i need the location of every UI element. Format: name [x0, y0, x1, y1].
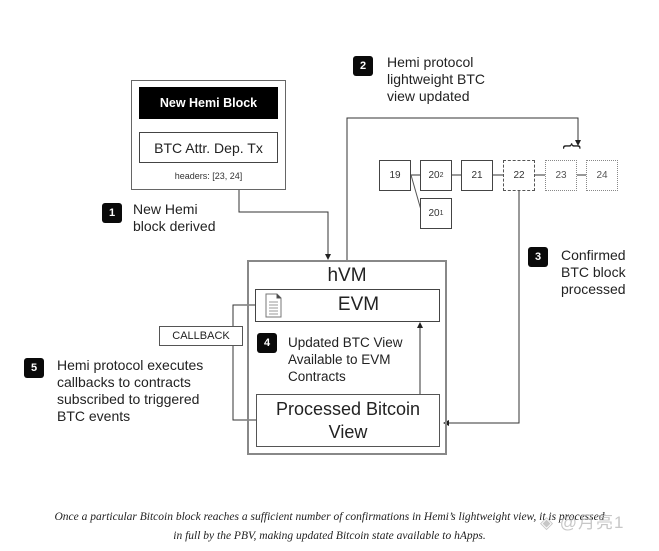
- block-sub: 1: [439, 210, 444, 217]
- document-icon: [265, 293, 282, 318]
- block-sub: 2: [439, 172, 444, 179]
- step-5-line: Hemi protocol executes: [57, 357, 204, 373]
- step-5-line: callbacks to contracts: [57, 374, 191, 390]
- fork-link: [410, 174, 422, 211]
- step-1-line: New Hemi: [133, 201, 198, 217]
- btc-attr-dep-tx: BTC Attr. Dep. Tx: [139, 132, 278, 163]
- hvm-container: hVM: [247, 260, 447, 455]
- btc-block-21: 21: [461, 160, 493, 191]
- step-5-line: BTC events: [57, 408, 131, 424]
- step-1-text: New Hemi block derived: [133, 201, 216, 235]
- callback-label: CALLBACK: [159, 326, 243, 346]
- step-4-text: Updated BTC View Available to EVM Contra…: [288, 334, 403, 385]
- caption-line: in full by the PBV, making updated Bitco…: [173, 530, 486, 542]
- step-5-text: Hemi protocol executes callbacks to cont…: [57, 357, 203, 425]
- step-5-line: subscribed to triggered: [57, 391, 200, 407]
- step-1-badge: 1: [102, 203, 122, 223]
- step-3-line: Confirmed: [561, 247, 626, 263]
- btc-block-22: 22: [503, 160, 535, 191]
- btc-block-24: 24: [586, 160, 618, 191]
- step-2-line: view updated: [387, 88, 470, 104]
- pbv-label-line: Processed Bitcoin: [275, 399, 421, 419]
- step-2-badge: 2: [353, 56, 373, 76]
- step-3-line: BTC block: [561, 264, 626, 280]
- step-3-badge: 3: [528, 247, 548, 267]
- hemi-block-title: New Hemi Block: [139, 87, 278, 119]
- arrow-hemi-block-to-hvm: [238, 190, 331, 260]
- figure-caption: Once a particular Bitcoin block reaches …: [0, 508, 659, 546]
- step-4-line: Contracts: [288, 369, 346, 384]
- step-5-badge: 5: [24, 358, 44, 378]
- processed-bitcoin-view-box: Processed Bitcoin View: [256, 394, 440, 447]
- step-1-line: block derived: [133, 218, 216, 234]
- step-4-badge: 4: [257, 333, 277, 353]
- hvm-title: hVM: [327, 265, 367, 286]
- hemi-block-card: New Hemi Block BTC Attr. Dep. Tx headers…: [131, 80, 286, 190]
- watermark: ◈ @月亮1: [540, 513, 625, 532]
- block-label: 20: [428, 170, 440, 181]
- block-label: 24: [596, 170, 608, 181]
- evm-box: EVM: [255, 289, 440, 322]
- caption-line: Once a particular Bitcoin block reaches …: [54, 511, 605, 523]
- step-3-line: processed: [561, 281, 626, 297]
- block-label: 20: [428, 208, 440, 219]
- arrow-callback-loop: [232, 302, 261, 421]
- arrow-hvm-to-btc-view: [346, 117, 581, 260]
- brace-icon: {: [563, 142, 583, 149]
- evm-label: EVM: [337, 294, 380, 315]
- btc-block-23: 23: [545, 160, 577, 191]
- step-2-text: Hemi protocol lightweight BTC view updat…: [387, 54, 485, 105]
- step-4-line: Updated BTC View: [288, 335, 403, 350]
- step-3-text: Confirmed BTC block processed: [561, 247, 626, 298]
- pbv-label-line: View: [328, 422, 368, 442]
- step-4-line: Available to EVM: [288, 352, 391, 367]
- block-label: 21: [471, 170, 483, 181]
- btc-block-19: 19: [379, 160, 411, 191]
- block-label: 22: [513, 170, 525, 181]
- step-2-line: lightweight BTC: [387, 71, 486, 87]
- arrow-block22-to-pbv: [443, 189, 520, 426]
- block-label: 19: [389, 170, 401, 181]
- block-label: 23: [555, 170, 567, 181]
- step-2-line: Hemi protocol: [387, 54, 474, 70]
- headers-label: headers: [23, 24]: [174, 171, 243, 181]
